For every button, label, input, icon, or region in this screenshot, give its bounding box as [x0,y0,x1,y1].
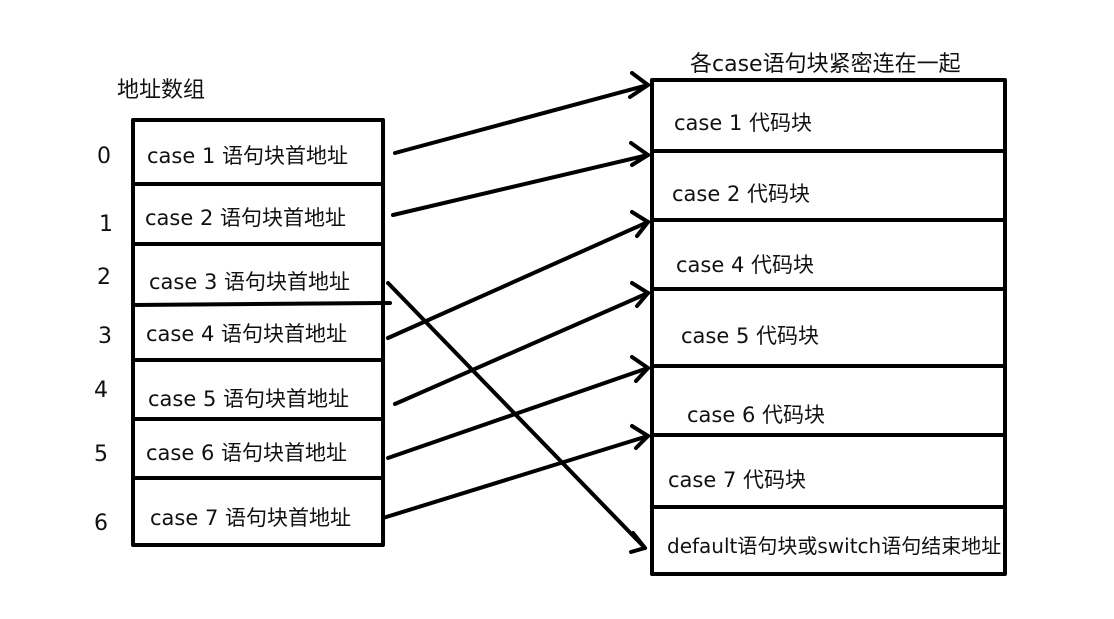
index-label: 1 [99,212,113,237]
code-block-cell: case 7 代码块 [668,468,806,492]
code-block-cell: case 1 代码块 [674,111,812,135]
address-array-divider [131,301,392,307]
index-label: 3 [98,324,112,349]
address-cell: case 1 语句块首地址 [147,144,348,168]
code-block-cell: case 2 代码块 [672,182,810,206]
address-cell: case 4 语句块首地址 [146,322,347,346]
code-block-cell: case 4 代码块 [676,253,814,277]
address-array-box [131,118,385,547]
arrow-case2 [391,141,650,217]
index-label: 5 [94,442,108,467]
address-cell: case 6 语句块首地址 [146,441,347,465]
code-block-cell: case 5 代码块 [681,324,819,348]
arrow-case4 [386,210,650,340]
arrow-case5 [393,281,650,406]
address-cell: case 2 语句块首地址 [145,206,346,230]
right-title: 各case语句块紧密连在一起 [690,52,961,77]
index-label: 2 [97,265,111,290]
address-cell: case 5 语句块首地址 [148,387,349,411]
arrow-case7 [381,424,650,520]
code-block-cell: default语句块或switch语句结束地址 [667,534,1002,558]
arrow-case6 [386,355,650,460]
address-cell: case 3 语句块首地址 [149,270,350,294]
left-title: 地址数组 [117,78,206,103]
arrow-case3-default [386,281,647,554]
index-label: 0 [97,144,111,169]
index-label: 4 [94,378,108,403]
arrow-case1 [393,71,650,155]
code-block-box [650,78,1007,576]
code-block-cell: case 6 代码块 [687,403,825,427]
index-label: 6 [94,511,108,536]
address-cell: case 7 语句块首地址 [150,506,351,530]
